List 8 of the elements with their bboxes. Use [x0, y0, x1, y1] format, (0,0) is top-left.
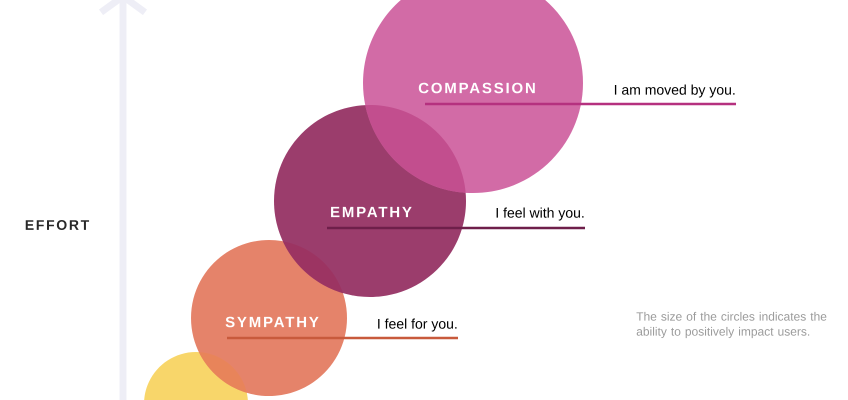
caption-text: I am moved by you.: [614, 84, 735, 98]
circle-label: SYMPATHY: [226, 316, 319, 328]
note-text: The size of the circles indicates the ability to positively impact users.: [636, 312, 826, 338]
caption-text: I feel with you.: [496, 207, 584, 221]
circle-label: COMPASSION: [418, 82, 535, 94]
axis-label: EFFORT: [26, 220, 90, 230]
caption-text: I feel for you.: [378, 318, 457, 332]
circle-label: EMPATHY: [331, 206, 412, 218]
